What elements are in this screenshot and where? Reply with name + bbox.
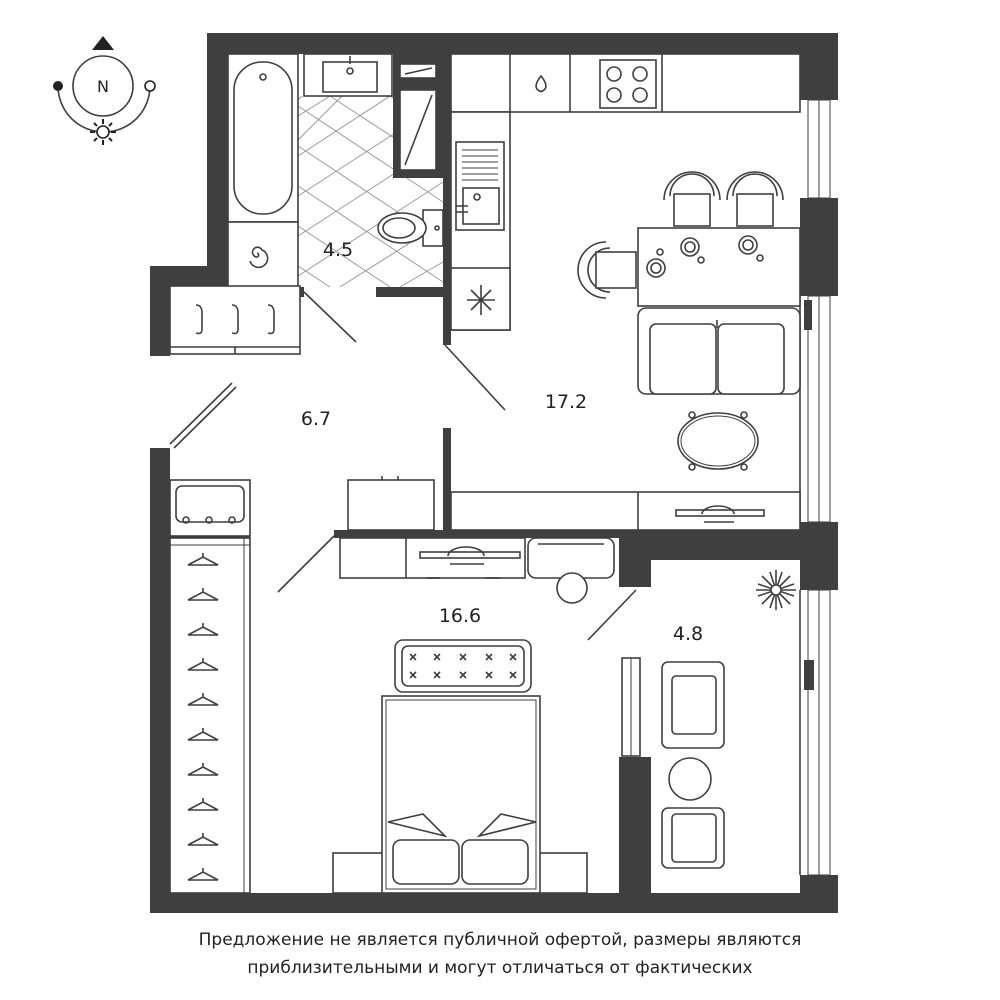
- wall-bedroom-top: [334, 530, 619, 538]
- north-arrow-icon: [92, 36, 114, 50]
- wall-left-hall: [150, 266, 170, 356]
- room-area-hallway: 6.7: [301, 408, 331, 430]
- window-kitchen-top: [807, 99, 831, 199]
- compass-north-letter: N: [97, 77, 109, 96]
- vanity-table: [527, 537, 615, 604]
- windows: [799, 99, 831, 876]
- kitchen-door: [444, 344, 506, 411]
- coffee-table: [677, 411, 759, 471]
- hallway-coat-rack: [169, 285, 301, 355]
- bathroom-sink: [303, 53, 393, 97]
- armchair: [661, 807, 725, 869]
- wall-loggia-corner: [619, 530, 651, 587]
- compass-circle: [72, 55, 134, 117]
- toilet: [377, 209, 444, 247]
- wall-right-upper: [800, 33, 838, 100]
- bedroom-door: [277, 535, 335, 593]
- wall-hall-bedroom-stub: [443, 428, 451, 538]
- side-table: [668, 757, 712, 801]
- room-area-loggia: 4.8: [673, 623, 703, 645]
- bathtub: [227, 53, 299, 223]
- wall-loggia-left: [619, 757, 651, 913]
- walls: [150, 33, 838, 913]
- loggia-window-sill: [621, 657, 641, 757]
- dresser: [339, 476, 526, 579]
- wall-top: [207, 33, 838, 54]
- disclaimer-line-2: приблизительными и могут отличаться от ф…: [247, 958, 753, 978]
- wall-bath-bottom-right: [376, 287, 451, 297]
- loggia-door: [587, 589, 637, 641]
- plant-icon: [756, 570, 796, 610]
- dining-chair: [726, 171, 784, 227]
- wall-left-bedroom: [150, 448, 170, 913]
- bathroom: 4.5: [227, 53, 444, 343]
- dining-table: [637, 227, 801, 307]
- compass-west-dot: [53, 81, 63, 91]
- wall-bottom: [150, 893, 838, 913]
- shoe-cabinet: [169, 479, 251, 537]
- compass: N: [53, 36, 156, 145]
- wall-right-pier-1: [800, 198, 838, 296]
- fridge: [450, 267, 511, 331]
- window-loggia: [804, 589, 831, 876]
- bathroom-door: [303, 291, 357, 343]
- cooktop: [599, 59, 657, 109]
- wall-right-pier-2: [800, 522, 838, 590]
- dining-chair: [577, 241, 637, 299]
- place-setting: [646, 235, 764, 278]
- entrance-door: [169, 382, 237, 449]
- washing-machine: [227, 221, 299, 288]
- room-area-bathroom: 4.5: [323, 239, 353, 261]
- boiler: [393, 54, 443, 178]
- bedroom: 16.6: [169, 476, 637, 894]
- wall-bath-kitchen: [443, 54, 451, 345]
- bed-bench: [394, 639, 532, 693]
- hallway: 6.7: [169, 285, 331, 449]
- hanger-icon: [187, 553, 219, 881]
- wardrobe: [169, 537, 251, 894]
- sofa: [637, 307, 801, 395]
- compass-east-dot: [144, 80, 156, 92]
- wall-left-bath: [207, 33, 228, 286]
- sun-icon: [90, 119, 116, 145]
- kitchen-living: 17.2: [444, 53, 801, 531]
- loggia: 4.8: [621, 570, 796, 869]
- bed: [332, 695, 588, 894]
- disclaimer-line-1: Предложение не является публичной оферто…: [198, 930, 802, 950]
- water-drop-icon: [535, 74, 547, 93]
- window-kitchen-main: [804, 295, 831, 523]
- snowflake-icon: [467, 285, 495, 315]
- armchair: [661, 661, 725, 749]
- kitchen-sink: [455, 141, 505, 231]
- room-area-kitchen-living: 17.2: [545, 391, 587, 413]
- tv-unit: [450, 491, 801, 531]
- room-area-bedroom: 16.6: [439, 605, 481, 627]
- dining-chair: [663, 171, 721, 227]
